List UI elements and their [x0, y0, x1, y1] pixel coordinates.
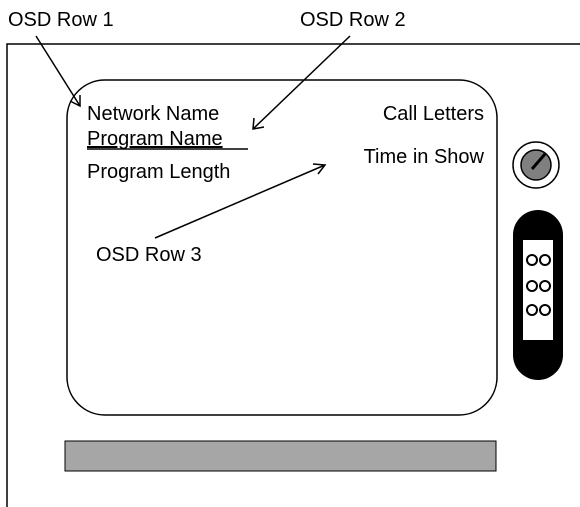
knob-ring — [512, 141, 560, 189]
call-letters-text: Call Letters — [383, 103, 484, 125]
panel-button — [539, 280, 551, 292]
osd-row-1-label: OSD Row 1 — [8, 9, 114, 31]
panel-button — [539, 304, 551, 316]
panel-button — [526, 254, 538, 266]
osd-row-3-arrow — [154, 163, 327, 239]
panel-button — [526, 304, 538, 316]
network-name-text: Network Name — [87, 103, 219, 125]
osd-row-2-arrow — [252, 35, 351, 130]
button-panel — [513, 210, 563, 380]
program-length-text: Program Length — [87, 161, 230, 183]
time-in-show-text: Time in Show — [364, 146, 485, 168]
program-name-text: Program Name — [87, 128, 223, 150]
tv-cabinet-outline — [6, 43, 580, 507]
panel-button — [539, 254, 551, 266]
osd-row-2-label: OSD Row 2 — [300, 9, 406, 31]
knob-pointer — [530, 153, 547, 170]
control-bar — [64, 440, 497, 472]
osd-row-3-label: OSD Row 3 — [96, 244, 202, 266]
tv-screen — [66, 79, 498, 416]
osd-row-1-arrow — [35, 35, 81, 108]
tuning-knob — [512, 141, 560, 189]
panel-button — [526, 280, 538, 292]
